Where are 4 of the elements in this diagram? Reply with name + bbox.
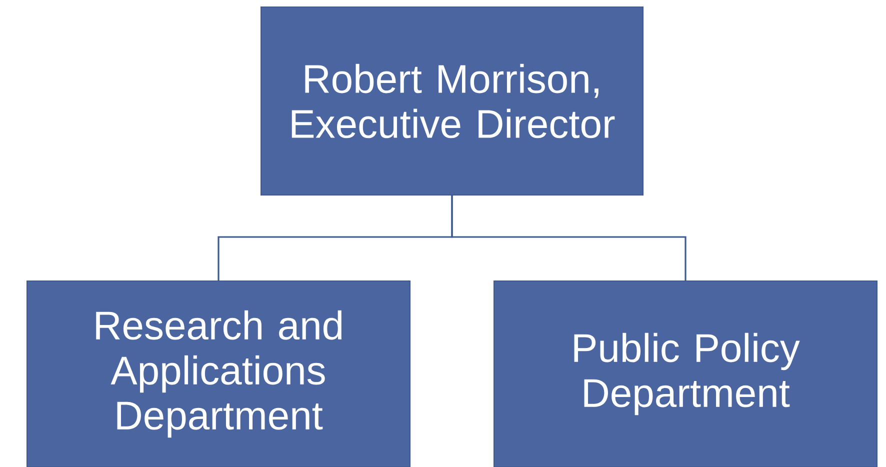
org-box: Research and Applications Department — [26, 280, 410, 467]
org-box: Public Policy Department — [494, 280, 878, 467]
connector-line — [451, 196, 686, 280]
org-box: Robert Morrison, Executive Director — [260, 6, 644, 196]
